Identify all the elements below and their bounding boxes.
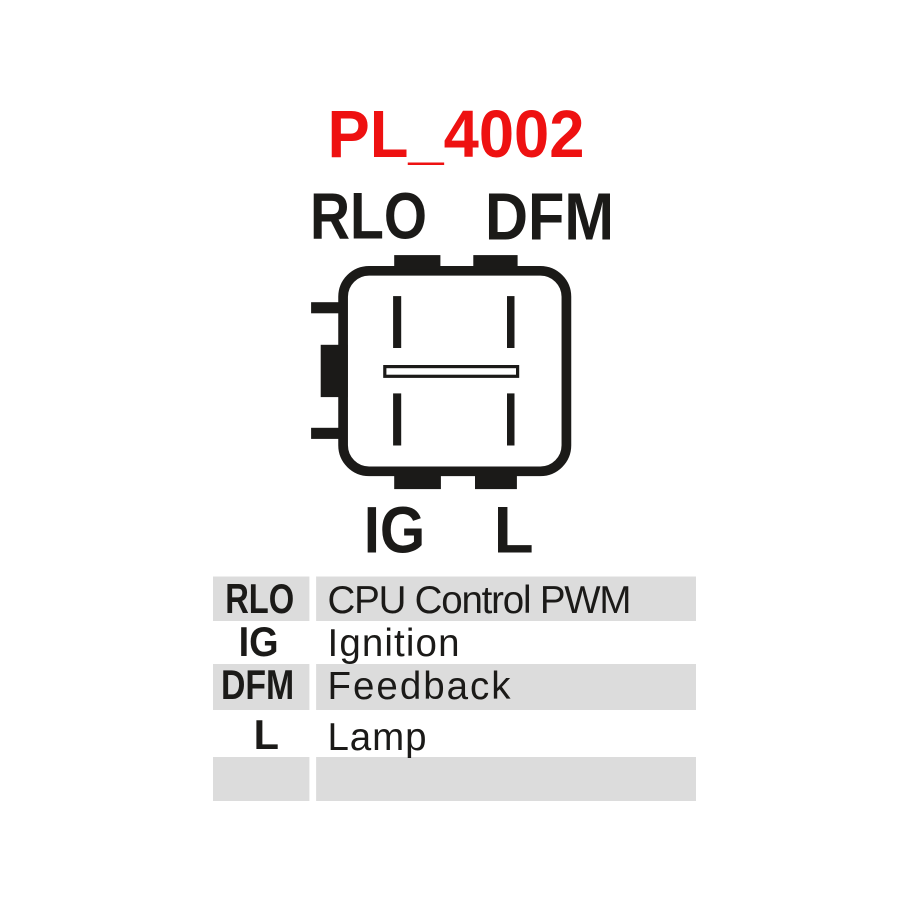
svg-text:L: L (494, 494, 534, 567)
svg-text:IG: IG (364, 494, 426, 567)
svg-text:DFM: DFM (221, 661, 294, 708)
svg-text:L: L (254, 711, 279, 758)
svg-text:PL_4002: PL_4002 (328, 97, 585, 172)
svg-text:Feedback: Feedback (328, 665, 512, 708)
svg-text:RLO: RLO (310, 179, 427, 253)
svg-text:CPU Control PWM: CPU Control PWM (328, 579, 632, 622)
svg-text:Lamp: Lamp (328, 716, 427, 759)
svg-text:IG: IG (239, 618, 279, 665)
svg-text:DFM: DFM (485, 181, 614, 255)
svg-text:RLO: RLO (225, 575, 294, 622)
svg-text:Ignition: Ignition (328, 622, 460, 665)
